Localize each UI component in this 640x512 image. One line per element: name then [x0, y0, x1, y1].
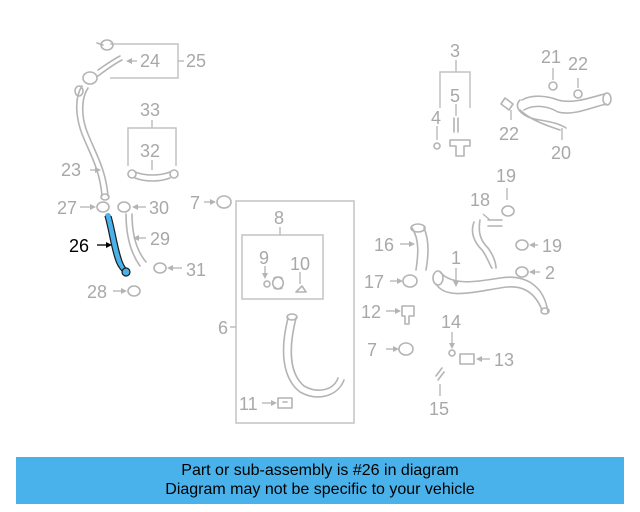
label-7-bottom: 7 — [367, 340, 377, 360]
part-13-clamp — [459, 353, 475, 365]
label-19-top: 19 — [496, 166, 516, 186]
part-12-fitting — [401, 305, 415, 325]
label-20: 20 — [551, 143, 571, 163]
label-13: 13 — [494, 350, 514, 370]
label-22-top: 22 — [568, 54, 588, 74]
label-4: 4 — [431, 108, 441, 128]
part-15-clip — [435, 367, 445, 381]
label-23: 23 — [61, 160, 81, 180]
label-30: 30 — [149, 198, 169, 218]
label-10: 10 — [290, 254, 310, 274]
label-28: 28 — [87, 282, 107, 302]
label-2: 2 — [545, 263, 555, 283]
banner-disclaimer-text: Diagram may not be specific to your vehi… — [165, 481, 475, 498]
label-17: 17 — [364, 272, 384, 292]
label-14: 14 — [441, 312, 461, 332]
group-6-box — [235, 200, 355, 424]
label-1: 1 — [451, 248, 461, 268]
label-9: 9 — [259, 248, 269, 268]
part-32-hose — [134, 171, 171, 182]
label-32: 32 — [140, 141, 160, 161]
label-12: 12 — [361, 302, 381, 322]
label-15: 15 — [429, 399, 449, 419]
label-27: 27 — [57, 198, 77, 218]
part-24-hose — [97, 55, 123, 77]
part-9-fitting — [271, 276, 285, 290]
part-5-fitting — [453, 117, 459, 133]
label-8: 8 — [274, 208, 284, 228]
banner-part-text: Part or sub-assembly is #26 in diagram — [181, 462, 459, 479]
part-16-hose — [411, 227, 429, 271]
part-10-clip — [295, 285, 307, 293]
part-11-clamp — [277, 397, 293, 409]
part-1-pipe — [435, 271, 549, 313]
part-6-pipe — [282, 317, 345, 398]
label-24: 24 — [140, 51, 160, 71]
part-23-pipe — [75, 85, 103, 197]
parts-diagram: 24 25 33 32 23 27 30 26 29 31 28 7 8 9 1… — [57, 39, 612, 424]
label-6: 6 — [218, 318, 228, 338]
label-18: 18 — [470, 190, 490, 210]
label-16: 16 — [374, 235, 394, 255]
part-18-hose — [471, 219, 497, 269]
label-7-top: 7 — [190, 193, 200, 213]
label-3: 3 — [450, 41, 460, 61]
label-5: 5 — [450, 86, 460, 106]
label-19-bottom: 19 — [542, 236, 562, 256]
part-3-tee — [449, 139, 471, 157]
part-20-pipe — [521, 93, 607, 114]
label-25: 25 — [186, 51, 206, 71]
label-33: 33 — [140, 100, 160, 120]
label-29: 29 — [150, 229, 170, 249]
info-banner: Part or sub-assembly is #26 in diagram D… — [16, 457, 624, 504]
label-11: 11 — [239, 394, 258, 414]
label-21: 21 — [541, 47, 561, 67]
part-29-hose — [125, 213, 147, 267]
label-22-bottom: 22 — [499, 124, 519, 144]
group-8-box — [241, 234, 324, 300]
label-31: 31 — [186, 260, 206, 280]
label-26: 26 — [69, 236, 89, 256]
